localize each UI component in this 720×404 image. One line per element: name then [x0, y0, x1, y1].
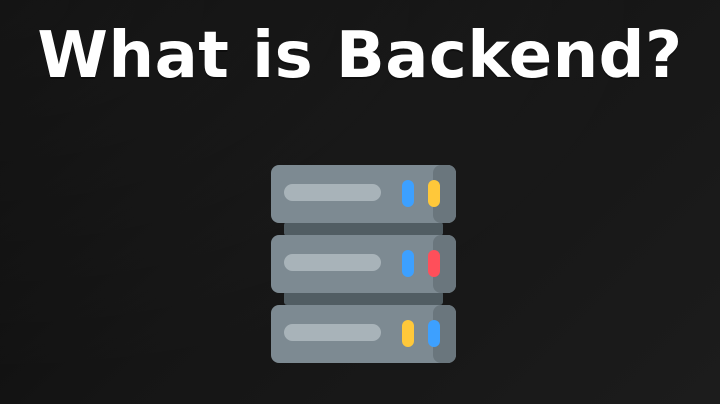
status-light-2	[428, 180, 440, 207]
status-light-1	[402, 180, 414, 207]
server-unit-right-shade	[433, 305, 456, 363]
server-unit-right-shade	[433, 165, 456, 223]
status-light-2	[428, 250, 440, 277]
drive-slot	[284, 184, 381, 201]
status-light-1	[402, 250, 414, 277]
drive-slot	[284, 254, 381, 271]
connector-2	[284, 291, 443, 305]
server-unit	[271, 235, 456, 293]
connector-1	[284, 222, 443, 236]
drive-slot	[284, 324, 381, 341]
server-unit	[271, 305, 456, 363]
server-unit	[271, 165, 456, 223]
status-light-2	[428, 320, 440, 347]
server-icon-container	[271, 165, 456, 363]
server-rack-icon	[271, 165, 456, 363]
page-title: What is Backend?	[37, 19, 683, 93]
server-unit-right-shade	[433, 235, 456, 293]
status-light-1	[402, 320, 414, 347]
